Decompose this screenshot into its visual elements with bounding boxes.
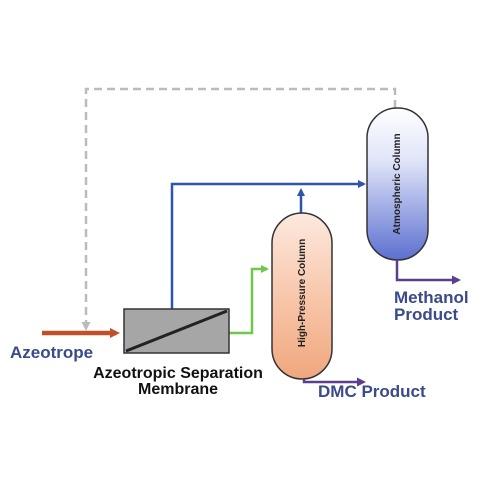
membrane-to-hp-column-line — [229, 265, 269, 335]
dmc-product-label: DMC Product — [318, 382, 426, 401]
methanol-product-label-line2: Product — [394, 305, 459, 324]
membrane-label-line1: Azeotropic Separation — [93, 365, 263, 382]
methanol-product-arrow — [395, 260, 461, 285]
membrane-unit — [123, 308, 230, 354]
dmc-product-arrow — [302, 377, 366, 387]
methanol-product-label-line1: Methanol — [394, 288, 469, 307]
membrane-to-atmospheric-line — [170, 180, 366, 309]
high-pressure-column — [271, 212, 333, 380]
azeotrope-label: Azeotrope — [10, 343, 93, 362]
recycle-stream-line — [81, 87, 397, 331]
membrane-label-line2: Membrane — [138, 381, 218, 398]
high-pressure-column-label: High-Pressure Column — [297, 239, 308, 347]
atmospheric-column-label: Atmospheric Column — [392, 133, 403, 234]
